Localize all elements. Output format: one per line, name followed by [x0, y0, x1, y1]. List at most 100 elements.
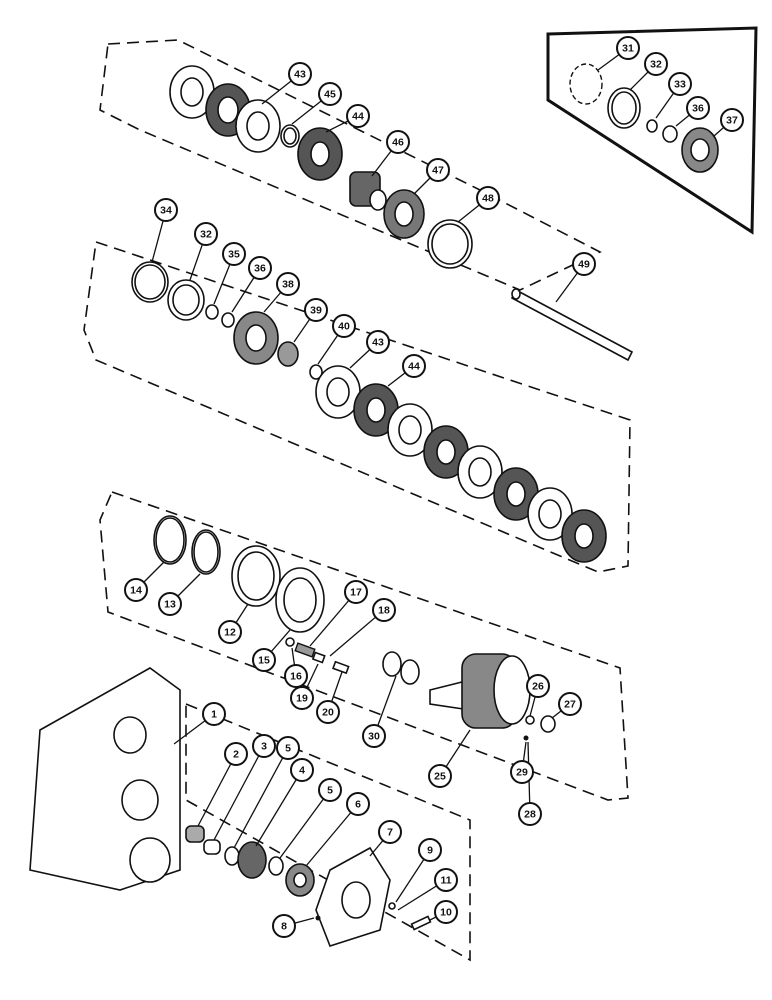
callout-number: 31 [622, 43, 634, 55]
callout-circle [366, 330, 390, 354]
callout-18: 18 [372, 598, 396, 622]
callout-37: 37 [720, 108, 744, 132]
callout-44: 44 [402, 354, 426, 378]
callout-number: 20 [322, 707, 334, 719]
callout-circle [224, 742, 248, 766]
callout-number: 18 [378, 605, 390, 617]
callout-circle [510, 760, 534, 784]
ring-33 [646, 119, 658, 133]
valve-19 [311, 651, 326, 664]
gear-4 [237, 841, 267, 879]
callout-number: 14 [130, 585, 142, 597]
callout-28: 28 [518, 802, 542, 826]
callout-circle [284, 664, 308, 688]
callout-circle [476, 186, 500, 210]
callout-29: 29 [510, 760, 534, 784]
drum-25 [429, 653, 531, 729]
callout-20: 20 [316, 700, 340, 724]
callout-circle [378, 820, 402, 844]
callout-circle [434, 900, 458, 924]
callout-circle [158, 592, 182, 616]
callout-number: 38 [282, 279, 294, 291]
callout-17: 17 [344, 580, 368, 604]
callout-circle [318, 778, 342, 802]
bearing-6 [285, 863, 315, 897]
callout-circle [346, 792, 370, 816]
leader-line-4 [255, 769, 303, 847]
callout-circle [218, 620, 242, 644]
callout-number: 43 [372, 337, 384, 349]
callout-14: 14 [124, 578, 148, 602]
ring-36-middle [221, 312, 235, 328]
callout-46: 46 [386, 130, 410, 154]
callout-number: 27 [564, 699, 576, 711]
spring-39 [277, 341, 299, 367]
callout-circle [386, 130, 410, 154]
callout-circle [318, 82, 342, 106]
callout-circle [372, 598, 396, 622]
callout-number: 45 [324, 89, 336, 101]
callout-number: 17 [350, 587, 362, 599]
callout-number: 7 [387, 827, 393, 839]
callout-number: 4 [299, 765, 305, 777]
callout-circle [362, 724, 386, 748]
friction-disc-middle-3 [493, 467, 539, 521]
callout-39: 39 [304, 298, 328, 322]
callout-31: 31 [616, 36, 640, 60]
callout-number: 28 [524, 809, 536, 821]
ring-40 [309, 364, 323, 380]
callout-circle [252, 648, 276, 672]
callout-number: 10 [440, 907, 452, 919]
o-ring-13 [191, 529, 221, 575]
clutch-plate-middle-4 [527, 487, 573, 541]
callout-number: 35 [228, 249, 240, 261]
callout-number: 47 [432, 165, 444, 177]
callout-circle [124, 578, 148, 602]
callout-47: 47 [426, 158, 450, 182]
callout-number: 37 [726, 115, 738, 127]
callout-36: 36 [686, 96, 710, 120]
callout-circle [332, 314, 356, 338]
callout-8: 8 [272, 914, 296, 938]
callout-circle [344, 580, 368, 604]
callout-number: 6 [355, 799, 361, 811]
callout-circle [346, 104, 370, 128]
callout-number: 12 [224, 627, 236, 639]
friction-disc-middle-2 [423, 425, 469, 479]
callout-circle [194, 222, 218, 246]
callout-circle [252, 734, 276, 758]
callout-48: 48 [476, 186, 500, 210]
friction-disc-middle-4 [561, 509, 607, 563]
plug-20 [332, 660, 350, 675]
callout-34: 34 [154, 198, 178, 222]
ball-16 [285, 637, 295, 647]
plate-47 [383, 189, 425, 239]
callout-16: 16 [284, 664, 308, 688]
callout-number: 8 [281, 921, 287, 933]
callout-circle [558, 692, 582, 716]
callout-6: 6 [346, 792, 370, 816]
callout-number: 32 [650, 59, 662, 71]
ball-28 [523, 735, 529, 741]
callout-15: 15 [252, 648, 276, 672]
seal-ring-32-middle [167, 279, 205, 321]
leader-line-2 [197, 753, 237, 827]
clutch-plate-middle-2 [387, 403, 433, 457]
callout-number: 36 [692, 103, 704, 115]
bushing-27 [540, 715, 556, 733]
piston-37 [681, 127, 719, 173]
callout-circle [290, 758, 314, 782]
callout-3: 3 [252, 734, 276, 758]
callout-32: 32 [194, 222, 218, 246]
callout-number: 46 [392, 137, 404, 149]
callout-number: 44 [408, 361, 420, 373]
callout-32: 32 [644, 52, 668, 76]
callout-25: 25 [428, 764, 452, 788]
callout-35: 35 [222, 242, 246, 266]
callout-45: 45 [318, 82, 342, 106]
callout-5: 5 [276, 736, 300, 760]
hub-46 [349, 171, 387, 211]
callout-number: 39 [310, 305, 322, 317]
group-outline-bottom [185, 702, 471, 962]
